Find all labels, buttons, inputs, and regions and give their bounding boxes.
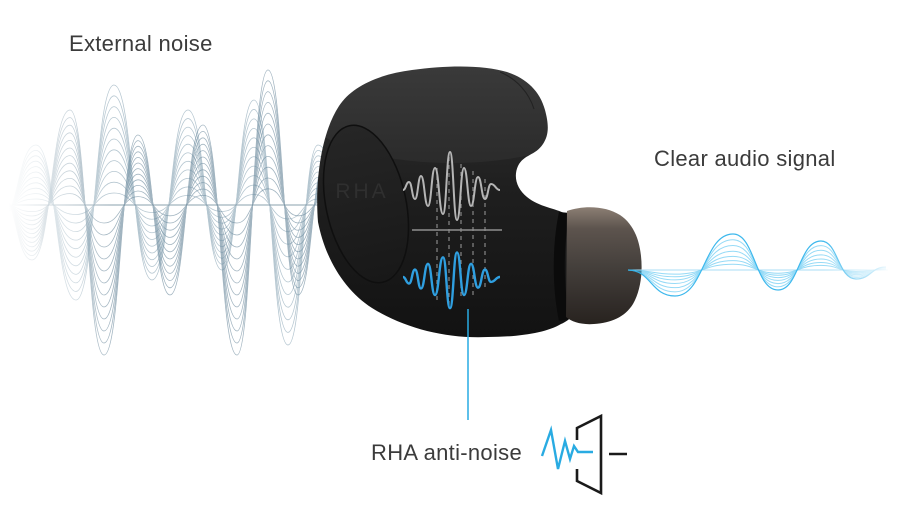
external-noise-wave [0,69,349,356]
anti-noise-icon [540,413,627,496]
zigzag-waveform-icon [540,425,593,470]
anti-noise-label: RHA anti-noise [371,440,522,465]
earbud-top-highlight [302,53,602,163]
nozzle-shadow [553,212,570,321]
earbud-seam [499,71,535,110]
earbud-logo: RHA [335,180,388,203]
earbud-faceplate [322,124,410,284]
clear-audio-wave [627,233,888,297]
noise-cancellation-diagram [401,151,502,310]
speaker-icon [575,413,603,496]
earbud: RHA [302,53,642,338]
ear-tip [566,207,642,325]
external-noise-label: External noise [69,31,213,56]
clear-audio-label: Clear audio signal [654,146,836,171]
